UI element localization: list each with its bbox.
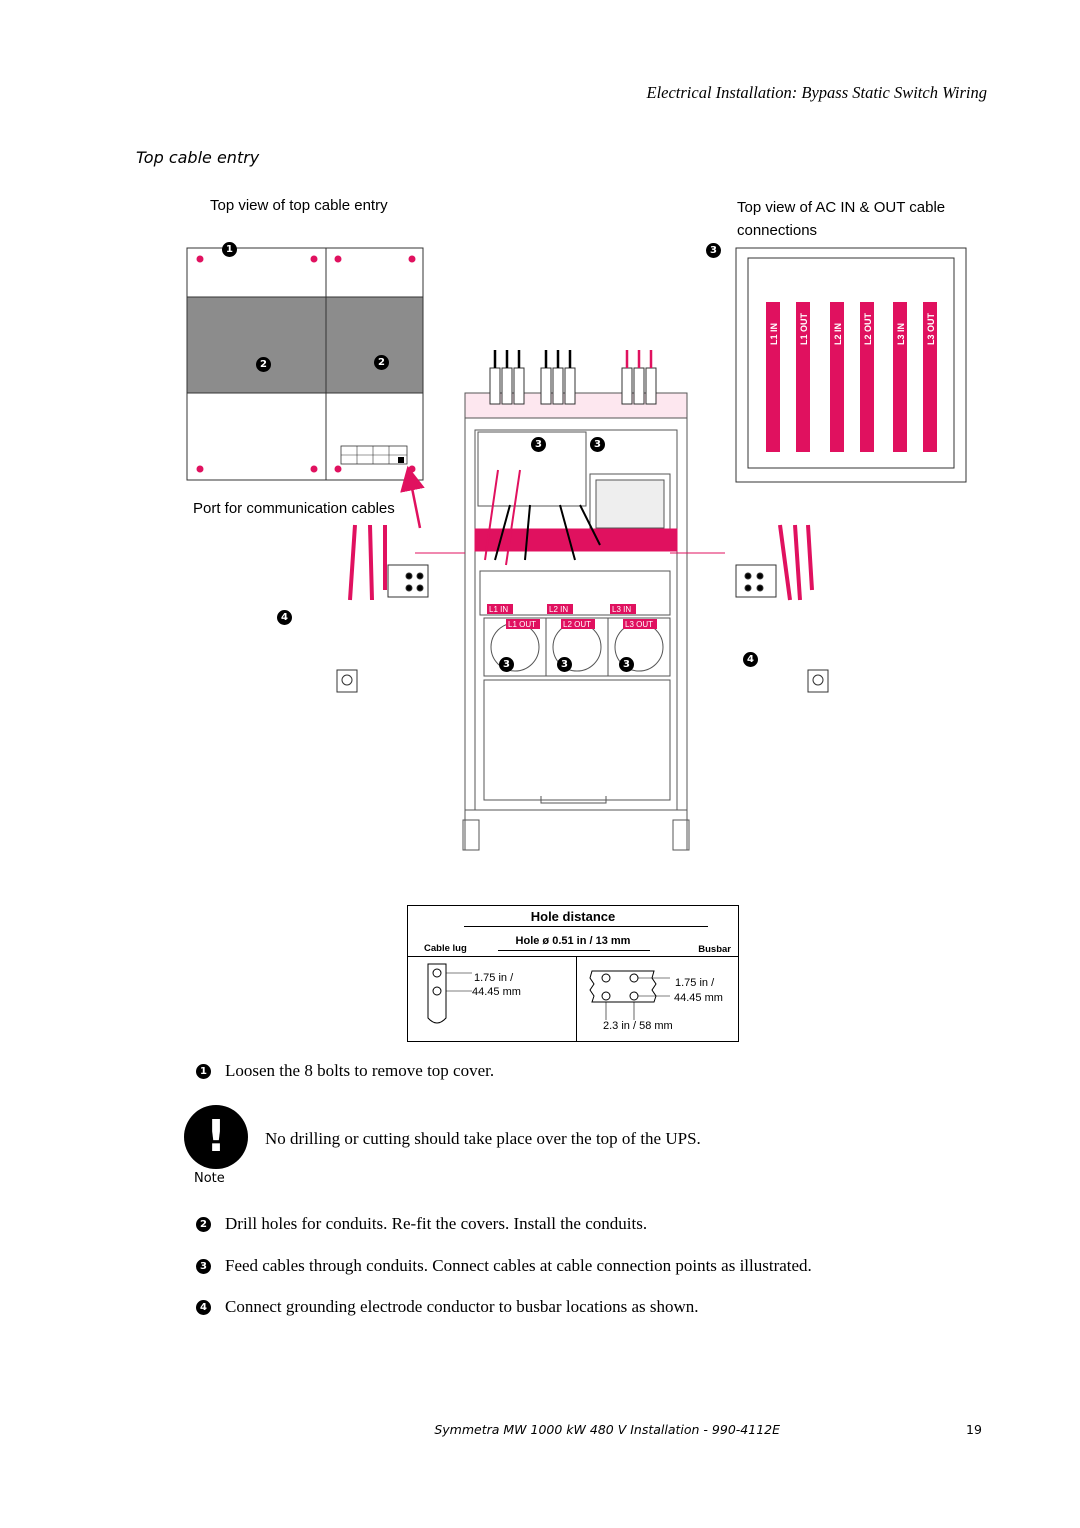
svg-text:L1 IN: L1 IN bbox=[769, 323, 779, 345]
caption-ac-connections-1: Top view of AC IN & OUT cable bbox=[737, 199, 946, 216]
marker-2a: 2 bbox=[256, 357, 271, 372]
marker-3e: 3 bbox=[619, 657, 634, 672]
caption-top-view: Top view of top cable entry bbox=[210, 197, 388, 214]
footer-title: Symmetra MW 1000 kW 480 V Installation -… bbox=[434, 1422, 780, 1437]
svg-text:L2 IN: L2 IN bbox=[833, 323, 843, 345]
svg-text:L3 OUT: L3 OUT bbox=[926, 312, 936, 345]
marker-4-left: 4 bbox=[277, 610, 292, 625]
marker-1: 1 bbox=[222, 242, 237, 257]
hole-distance-title: Hole distance bbox=[530, 909, 616, 924]
step-2-text: Drill holes for conduits. Re-fit the cov… bbox=[225, 1214, 648, 1233]
comm-port bbox=[340, 445, 408, 465]
caption-ac-connections-2: connections bbox=[737, 222, 818, 239]
hole-distance-table: Hole distance Hole ø 0.51 in / 13 mm Cab… bbox=[407, 905, 739, 1042]
step-3-number: 3 bbox=[196, 1258, 211, 1274]
cable-lug-label: Cable lug bbox=[424, 943, 467, 954]
svg-text:L2 OUT: L2 OUT bbox=[863, 312, 873, 345]
top-cover-view bbox=[186, 247, 425, 529]
note-label: Note bbox=[194, 1171, 225, 1186]
marker-3b: 3 bbox=[590, 437, 605, 452]
ground-busbar-left bbox=[336, 524, 465, 693]
marker-3-right: 3 bbox=[706, 243, 721, 258]
bus-dim-1: 1.75 in / bbox=[675, 977, 715, 989]
ac-connection-view: L1 IN L1 OUT L2 IN L2 OUT L3 IN L3 OUT bbox=[735, 247, 967, 483]
marker-3a: 3 bbox=[531, 437, 546, 452]
step-2: 2 Drill holes for conduits. Re-fit the c… bbox=[196, 1214, 647, 1234]
lug-dim-2: 44.45 mm bbox=[472, 986, 521, 998]
busbar-label: Busbar bbox=[698, 944, 731, 955]
marker-3c: 3 bbox=[499, 657, 514, 672]
step-1-number: 1 bbox=[196, 1063, 211, 1079]
ground-busbar-right bbox=[670, 524, 829, 693]
note-icon: ! bbox=[184, 1105, 248, 1169]
note-text: No drilling or cutting should take place… bbox=[265, 1129, 701, 1148]
step-2-number: 2 bbox=[196, 1216, 211, 1232]
svg-text:L3 OUT: L3 OUT bbox=[625, 620, 653, 629]
conduits bbox=[489, 367, 657, 405]
lug-dim-1: 1.75 in / bbox=[474, 972, 514, 984]
bus-dim-2: 44.45 mm bbox=[674, 992, 723, 1004]
step-1: 1 Loosen the 8 bolts to remove top cover… bbox=[196, 1061, 494, 1081]
svg-text:L2 IN: L2 IN bbox=[549, 605, 568, 614]
marker-3d: 3 bbox=[557, 657, 572, 672]
port-label: Port for communication cables bbox=[193, 500, 395, 517]
running-header: Electrical Installation: Bypass Static S… bbox=[646, 83, 987, 102]
step-3-text: Feed cables through conduits. Connect ca… bbox=[225, 1256, 812, 1275]
hole-diagrams bbox=[427, 963, 670, 1024]
hole-size: Hole ø 0.51 in / 13 mm bbox=[515, 935, 631, 947]
step-4-text: Connect grounding electrode conductor to… bbox=[225, 1297, 699, 1316]
svg-text:L3 IN: L3 IN bbox=[612, 605, 631, 614]
svg-text:L2 OUT: L2 OUT bbox=[563, 620, 591, 629]
marker-2b: 2 bbox=[374, 355, 389, 370]
step-3: 3 Feed cables through conduits. Connect … bbox=[196, 1256, 812, 1276]
page-number: 19 bbox=[966, 1422, 982, 1437]
svg-text:L1 OUT: L1 OUT bbox=[799, 312, 809, 345]
section-title: Top cable entry bbox=[136, 148, 260, 167]
svg-text:L1 IN: L1 IN bbox=[489, 605, 508, 614]
marker-4-right: 4 bbox=[743, 652, 758, 667]
svg-text:L3 IN: L3 IN bbox=[896, 323, 906, 345]
step-4-number: 4 bbox=[196, 1299, 211, 1315]
step-1-text: Loosen the 8 bolts to remove top cover. bbox=[225, 1061, 495, 1080]
bus-width: 2.3 in / 58 mm bbox=[603, 1020, 673, 1032]
port-arrow bbox=[400, 465, 425, 529]
step-4: 4 Connect grounding electrode conductor … bbox=[196, 1297, 699, 1317]
cabinet-busbar-labels: L1 IN L2 IN L3 IN L1 OUT L2 OUT L3 OUT bbox=[487, 604, 657, 629]
svg-text:L1 OUT: L1 OUT bbox=[508, 620, 536, 629]
cables bbox=[484, 350, 653, 566]
